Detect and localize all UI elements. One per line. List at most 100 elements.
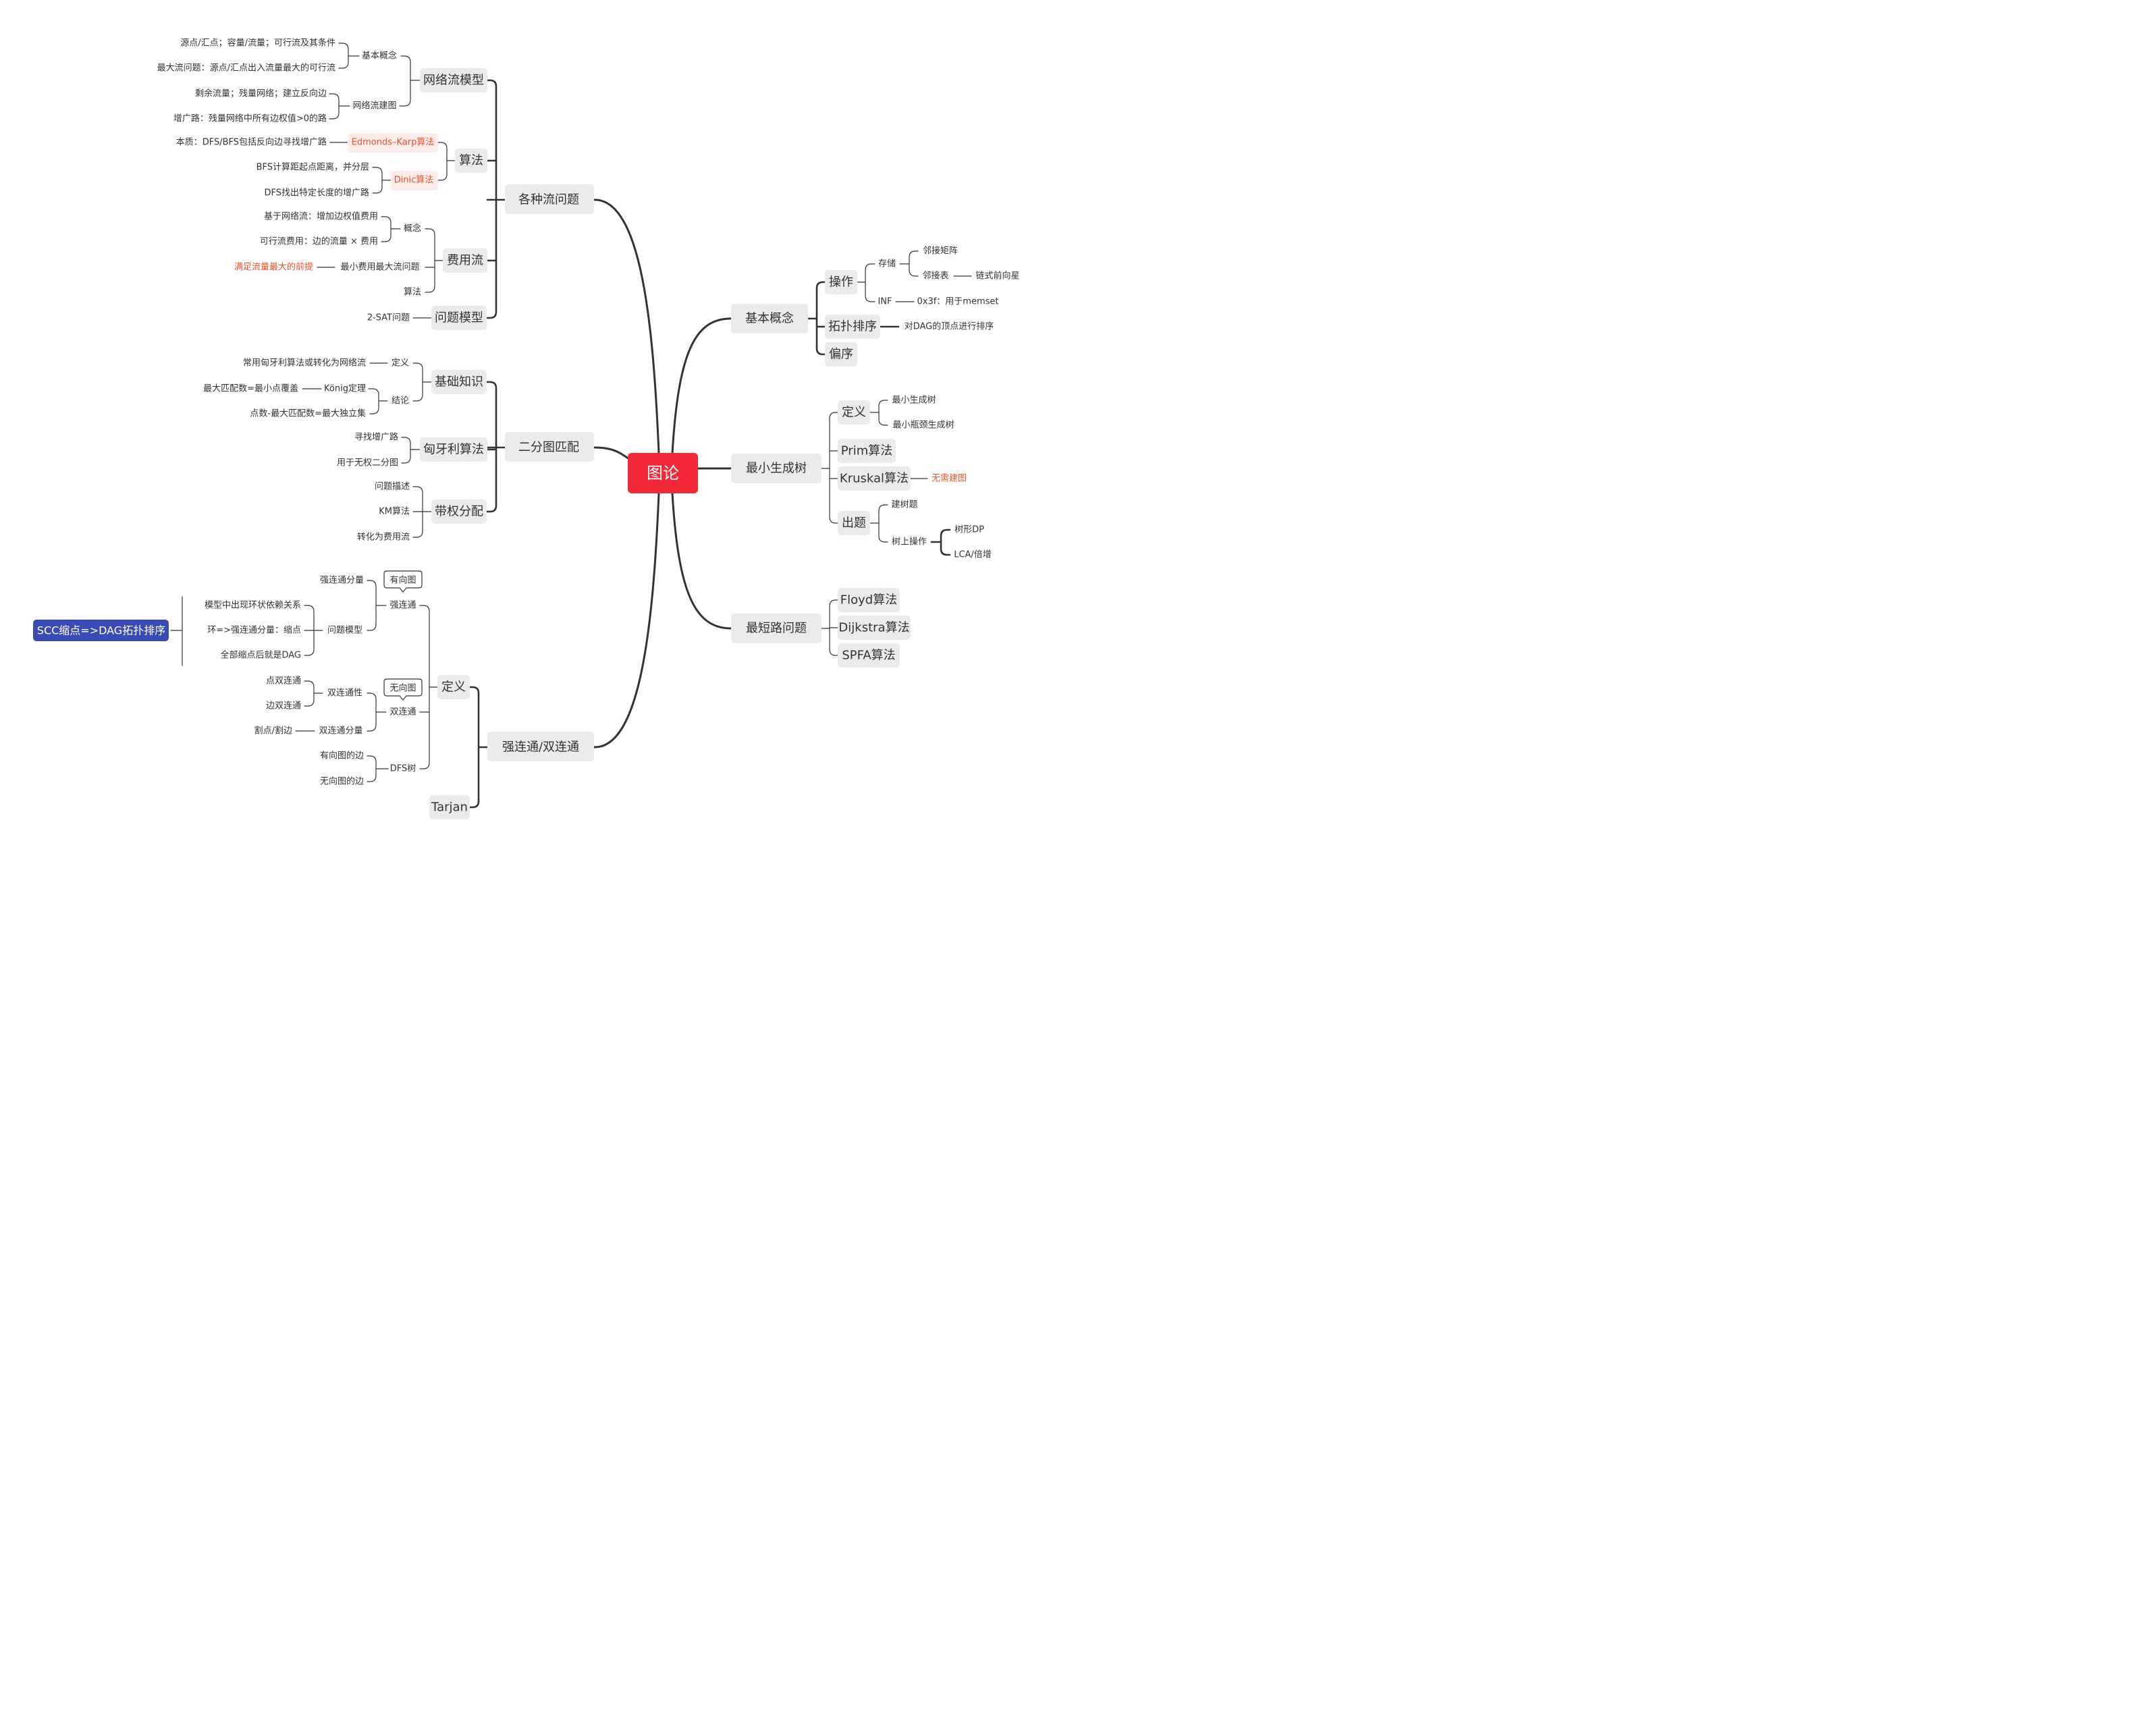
node-box-hung: [420, 437, 487, 462]
node-weight2[interactable]: KM算法: [379, 507, 410, 517]
node-hung2[interactable]: 用于无权二分图: [337, 458, 398, 468]
node-scc-def[interactable]: 定义: [441, 680, 466, 695]
node-topo[interactable]: 拓扑排序: [828, 320, 877, 334]
node-bicon-tag[interactable]: 无向图: [389, 683, 416, 694]
node-adj-m[interactable]: 邻接矩阵: [923, 246, 958, 256]
node-adj-l[interactable]: 邻接表: [922, 271, 948, 281]
node-sat[interactable]: 2-SAT问题: [367, 313, 410, 323]
connector-30: [367, 693, 387, 732]
node-dinic2[interactable]: DFS找出特定长度的增广路: [264, 188, 369, 198]
node-ek[interactable]: Edmonds–Karp算法: [352, 138, 435, 148]
node-dfs-tree1[interactable]: 有向图的边: [320, 751, 364, 761]
node-mst-prob2[interactable]: 树上操作: [892, 537, 927, 547]
node-mst-prob21[interactable]: 树形DP: [954, 525, 984, 535]
node-mst-prob[interactable]: 出题: [842, 516, 866, 531]
node-ek1[interactable]: 本质：DFS/BFS包括反向边寻找增广路: [176, 137, 327, 148]
connector-41: [869, 400, 888, 426]
node-net-basic2[interactable]: 最大流问题：源点/汇点出入流量最大的可行流: [157, 63, 335, 74]
node-bip-def[interactable]: 定义: [392, 358, 409, 369]
node-net-basic1[interactable]: 源点/汇点；容量/流量；可行流及其条件: [180, 38, 335, 49]
node-cost-min1[interactable]: 满足流量最大的前提: [234, 262, 313, 273]
node-weight3[interactable]: 转化为费用流: [357, 533, 410, 543]
node-konig1[interactable]: 最大匹配数=最小点覆盖: [203, 384, 298, 394]
node-dinic[interactable]: Dinic算法: [394, 175, 434, 186]
node-op[interactable]: 操作: [829, 275, 853, 290]
node-flow-prob[interactable]: 问题模型: [435, 311, 483, 325]
node-bicon-comp1[interactable]: 割点/割边: [254, 726, 292, 736]
node-dijk[interactable]: Dijkstra算法: [838, 621, 909, 635]
node-net-build1[interactable]: 剩余流量；残量网络；建立反向边: [195, 88, 327, 99]
node-strong-model2[interactable]: 环=>强连通分量：缩点: [207, 625, 301, 636]
node-strong1[interactable]: 强连通分量: [320, 575, 364, 586]
node-hung[interactable]: 匈牙利算法: [423, 443, 484, 457]
node-net-basic[interactable]: 基本概念: [362, 51, 397, 61]
node-net-build[interactable]: 网络流建图: [352, 101, 396, 111]
node-scc[interactable]: 强连通/双连通: [502, 740, 579, 755]
connector-3: [593, 492, 660, 749]
node-strong-model1[interactable]: 模型中出现环状依赖关系: [205, 601, 301, 611]
node-net-build2[interactable]: 增广路：残量网络中所有边权值>0的路: [173, 113, 327, 124]
node-bip-base[interactable]: 基础知识: [435, 375, 483, 389]
node-cost-concept1[interactable]: 基于网络流：增加边权值费用: [264, 211, 378, 222]
node-box-spfa: [838, 643, 900, 668]
node-basic[interactable]: 基本概念: [745, 311, 794, 326]
connector-4: [671, 317, 732, 455]
node-strong[interactable]: 强连通: [389, 600, 416, 611]
node-box-cost: [443, 248, 487, 273]
node-sp[interactable]: 最短路问题: [746, 622, 807, 636]
node-strong-tag[interactable]: 有向图: [389, 575, 416, 586]
scc-summary-label[interactable]: SCC缩点=>DAG拓扑排序: [37, 624, 165, 637]
center-node-label[interactable]: 图论: [647, 464, 679, 483]
node-store[interactable]: 存储: [878, 259, 896, 269]
node-weight[interactable]: 带权分配: [435, 505, 483, 519]
node-flow-algo[interactable]: 算法: [459, 154, 483, 168]
node-dfs-tree[interactable]: DFS树: [390, 764, 416, 774]
node-kruskal1[interactable]: 无需建图: [932, 474, 967, 484]
node-mst[interactable]: 最小生成树: [746, 462, 807, 476]
node-dinic1[interactable]: BFS计算距起点距离，并分层: [257, 162, 369, 173]
node-weight1[interactable]: 问题描述: [375, 482, 410, 492]
node-mst-prob1[interactable]: 建树题: [891, 500, 917, 510]
node-strong-model3[interactable]: 全部缩点后就是DAG: [220, 650, 301, 661]
node-cost-algo[interactable]: 算法: [404, 288, 421, 298]
node-cost-concept[interactable]: 概念: [404, 223, 421, 234]
node-inf[interactable]: INF: [878, 297, 892, 307]
node-adj-l1[interactable]: 链式前向星: [975, 271, 1019, 281]
node-mst-def[interactable]: 定义: [842, 406, 866, 420]
node-bip[interactable]: 二分图匹配: [518, 441, 579, 455]
node-tarjan[interactable]: Tarjan: [431, 801, 468, 815]
connector-13: [372, 167, 392, 194]
node-labels: 图论SCC缩点=>DAG拓扑排序各种流问题网络流模型基本概念源点/汇点；容量/流…: [37, 38, 1020, 815]
node-bip-def1[interactable]: 常用匈牙利算法或转化为网络流: [243, 358, 366, 369]
node-poset[interactable]: 偏序: [829, 348, 853, 362]
node-bicon[interactable]: 双连通: [389, 707, 416, 717]
node-cost-min[interactable]: 最小费用最大流问题: [340, 263, 419, 273]
tag-callout-strong-tag: [383, 570, 423, 593]
node-box-scc-def: [437, 675, 470, 699]
node-cost[interactable]: 费用流: [447, 254, 483, 268]
node-kruskal[interactable]: Kruskal算法: [840, 472, 909, 486]
node-bicon-prop[interactable]: 双连通性: [327, 688, 362, 699]
node-prim[interactable]: Prim算法: [841, 444, 892, 458]
node-flow-net[interactable]: 网络流模型: [423, 74, 484, 88]
node-bicon-prop2[interactable]: 边双连通: [266, 701, 301, 711]
node-bicon-prop1[interactable]: 点双连通: [266, 676, 301, 686]
connector-24: [412, 486, 432, 538]
node-dfs-tree2[interactable]: 无向图的边: [320, 776, 364, 787]
node-flow[interactable]: 各种流问题: [518, 193, 579, 207]
node-spfa[interactable]: SPFA算法: [842, 649, 895, 663]
node-topo1[interactable]: 对DAG的顶点进行排序: [905, 321, 994, 332]
node-inf1[interactable]: 0x3f：用于memset: [917, 297, 998, 307]
node-hung1[interactable]: 寻找增广路: [354, 432, 398, 443]
node-strong-model[interactable]: 问题模型: [327, 626, 362, 636]
node-mst-def1[interactable]: 最小生成树: [892, 396, 936, 406]
node-bip-res2[interactable]: 点数-最大匹配数=最大独立集: [250, 408, 366, 419]
node-bicon-comp[interactable]: 双连通分量: [319, 726, 362, 736]
connector-lines: [170, 43, 972, 809]
node-bip-res[interactable]: 结论: [392, 396, 409, 406]
node-floyd[interactable]: Floyd算法: [840, 593, 897, 607]
node-mst-def2[interactable]: 最小瓶颈生成树: [892, 421, 954, 431]
node-konig[interactable]: König定理: [324, 384, 366, 394]
node-cost-concept2[interactable]: 可行流费用：边的流量 × 费用: [260, 236, 378, 247]
node-mst-prob22[interactable]: LCA/倍增: [954, 550, 992, 560]
